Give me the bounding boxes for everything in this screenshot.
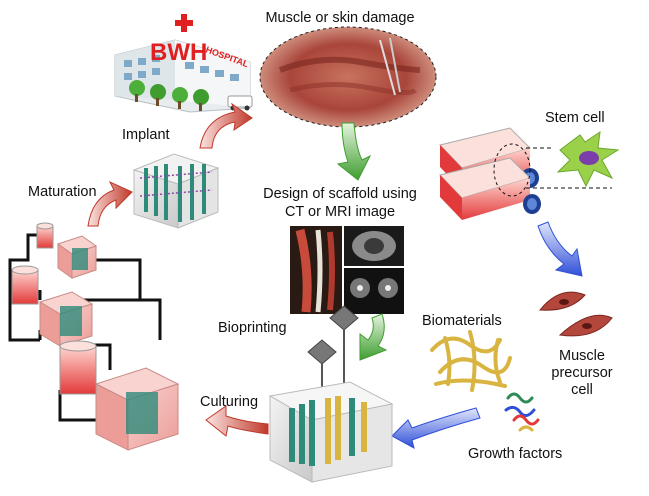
mature-scaffold-cube — [132, 153, 220, 229]
label-growth-factors: Growth factors — [468, 446, 562, 462]
arrow-to-implant-scaffold — [87, 180, 133, 227]
hospital-sign: BWH — [150, 39, 207, 66]
media-bottles — [11, 222, 97, 395]
label-muscle-damage: Muscle or skin damage — [265, 10, 414, 26]
label-muscle-precursor-1: Muscle — [559, 348, 605, 364]
label-stem-cell: Stem cell — [545, 110, 605, 126]
arrow-to-printer — [359, 313, 388, 361]
arrow-to-culturing — [205, 405, 269, 437]
label-muscle-precursor-3: cell — [571, 382, 593, 398]
biomaterial-fiber-icon — [430, 330, 512, 392]
wound-photo — [259, 26, 437, 128]
arrow-to-muscle-cell — [537, 221, 583, 277]
label-scaffold-design-1: Design of scaffold using — [263, 186, 417, 202]
label-muscle-precursor-2: precursor — [551, 365, 612, 381]
printer-nozzles — [307, 305, 359, 398]
growth-factor-protein-icon — [504, 392, 540, 432]
label-maturation: Maturation — [28, 184, 97, 200]
muscle-precursor-cells-icon — [539, 291, 613, 337]
ct-mri-images — [290, 226, 404, 314]
stem-cell-icon — [556, 130, 620, 188]
label-culturing: Culturing — [200, 394, 258, 410]
tree-icons — [129, 80, 209, 111]
arrow-to-bioprinting — [391, 407, 481, 449]
arrow-implant — [199, 102, 253, 149]
arrow-to-scaffold-design — [336, 122, 372, 181]
bioreactor-system — [8, 222, 180, 451]
label-scaffold-design-2: CT or MRI image — [285, 204, 395, 220]
bioprinted-block — [268, 381, 394, 483]
label-biomaterials: Biomaterials — [422, 313, 502, 329]
hospital-illustration: BWH HOSPITAL — [114, 14, 253, 113]
cell-culture-flasks — [439, 127, 612, 220]
label-implant: Implant — [122, 127, 170, 143]
label-bioprinting: Bioprinting — [218, 320, 287, 336]
